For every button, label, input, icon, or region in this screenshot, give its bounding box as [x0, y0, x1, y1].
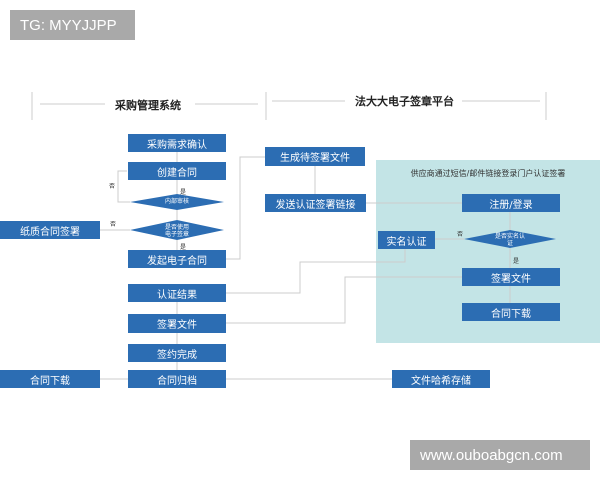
step-purchase-confirm: 采购需求确认	[128, 134, 226, 152]
decision-internal-review	[130, 194, 224, 210]
supplier-sign-file: 签署文件	[462, 268, 560, 286]
label-yes-review: 是	[180, 189, 187, 196]
generate-sign-file: 生成待签署文件	[265, 147, 365, 166]
label-no-realname: 否	[457, 231, 464, 238]
header-right-title: 法大大电子签章平台	[355, 95, 454, 108]
decision-realname	[464, 230, 556, 248]
watermark-bottom: www.ouboabgcn.com	[410, 440, 590, 470]
file-hash-storage: 文件哈希存储	[392, 370, 490, 388]
left-contract-download: 合同下载	[0, 370, 100, 388]
step-sign-complete: 签约完成	[128, 344, 226, 362]
label-no-review: 否	[109, 183, 116, 190]
step-sign-file: 签署文件	[128, 314, 226, 333]
step-initiate-econtract: 发起电子合同	[128, 250, 226, 268]
send-auth-link: 发送认证签署链接	[265, 194, 366, 212]
paper-contract-sign: 纸质合同签署	[0, 221, 100, 239]
step-auth-result: 认证结果	[128, 284, 226, 302]
header-left-title: 采购管理系统	[115, 99, 181, 112]
label-no-esign: 否	[110, 221, 117, 228]
label-yes-realname: 是	[513, 258, 520, 265]
supplier-contract-download: 合同下载	[462, 303, 560, 321]
realname-auth: 实名认证	[378, 231, 435, 249]
decision2-label: 是否使用 电子签章	[164, 224, 189, 238]
decision-realname-label: 是否实名认 证	[494, 233, 525, 247]
decision1-label: 内部审核	[164, 198, 189, 205]
register-login: 注册/登录	[462, 194, 560, 212]
watermark-top: TG: MYYJJPP	[10, 10, 135, 40]
step-create-contract: 创建合同	[128, 162, 226, 180]
step-contract-archive: 合同归档	[128, 370, 226, 388]
decision-use-esign	[130, 220, 224, 240]
supplier-panel-title: 供应商通过短信/邮件链接登录门户认证签署	[410, 169, 566, 178]
label-yes-esign: 是	[180, 244, 187, 251]
